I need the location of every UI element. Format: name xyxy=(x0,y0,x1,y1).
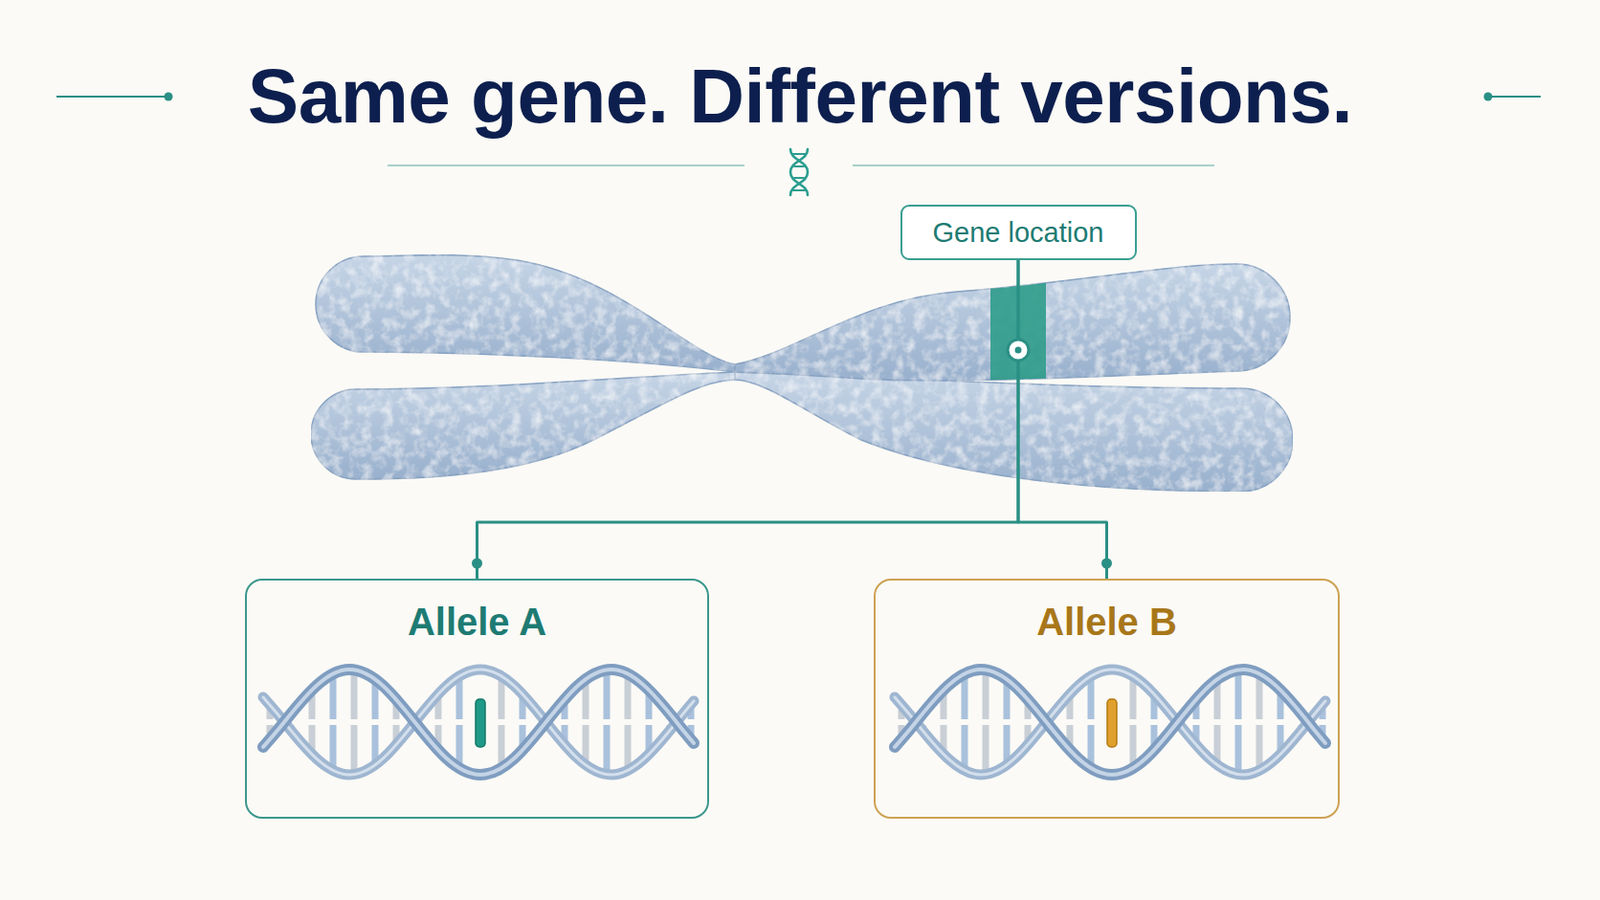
connector-dot xyxy=(471,558,483,570)
node-label: Allele B xyxy=(1036,600,1178,645)
node-label: Allele A xyxy=(407,600,547,645)
allele-variant-base xyxy=(475,699,486,748)
allele-variant-base xyxy=(1107,699,1117,748)
connector-line xyxy=(1018,260,1108,579)
dna-helix xyxy=(894,669,1326,776)
gene-marker-dot xyxy=(1015,347,1023,355)
chromosome xyxy=(311,255,1293,492)
rule-line xyxy=(387,164,745,167)
connector-line xyxy=(477,260,1020,579)
rule-line xyxy=(1489,95,1541,98)
rule-dot xyxy=(164,92,174,102)
dna-icon-strand xyxy=(790,149,808,196)
dna-helix xyxy=(263,669,694,776)
node-label: Gene location xyxy=(933,216,1105,249)
page-title: Same gene. Different versions. xyxy=(0,55,1600,138)
dna-icon-rungs xyxy=(792,154,806,191)
rule-line xyxy=(56,95,167,98)
chromatid-arm xyxy=(311,372,735,480)
gene-marker xyxy=(1007,339,1029,361)
allele-box: Allele A xyxy=(244,578,710,820)
dna-icon-strand xyxy=(790,149,808,196)
rule-dot xyxy=(1484,92,1493,102)
gene-location-box: Gene location xyxy=(900,204,1137,261)
dna-icon xyxy=(790,149,808,196)
allele-box: Allele B xyxy=(873,578,1340,820)
rule-line xyxy=(852,164,1215,167)
connector-dot xyxy=(1101,558,1112,570)
chromatid-arm xyxy=(315,255,735,373)
chromatid-arm xyxy=(734,372,1293,492)
